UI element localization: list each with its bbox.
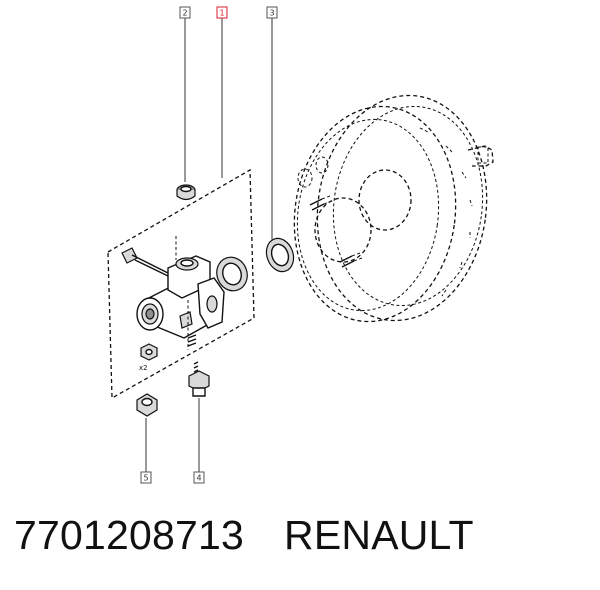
callout-4[interactable]: 4 <box>193 471 205 484</box>
callout-3[interactable]: 3 <box>266 6 278 19</box>
callout-2[interactable]: 2 <box>179 6 191 19</box>
svg-text:4: 4 <box>196 474 201 483</box>
bleed-screw <box>121 247 169 277</box>
svg-text:2: 2 <box>182 9 187 18</box>
exploded-parts-diagram: x2 2 1 3 5 4 <box>107 6 494 484</box>
flange-o-ring <box>216 256 248 292</box>
svg-text:5: 5 <box>143 474 148 483</box>
callout-1[interactable]: 1 <box>216 6 228 19</box>
brake-booster-outline <box>293 94 494 323</box>
quantity-note: x2 <box>139 364 148 372</box>
part-caption: 7701208713 RENAULT <box>14 512 474 559</box>
part-3-seal-ring <box>265 237 295 273</box>
part-5-nut <box>136 393 158 417</box>
svg-text:1: 1 <box>219 9 224 18</box>
small-nut <box>140 343 158 361</box>
part-4-pressure-switch <box>188 361 210 397</box>
part-1-master-cylinder <box>136 236 225 350</box>
part-2-cap <box>176 184 196 201</box>
svg-text:3: 3 <box>269 9 274 18</box>
callout-5[interactable]: 5 <box>140 471 152 484</box>
brand-name: RENAULT <box>284 512 474 558</box>
part-number: 7701208713 <box>14 512 245 558</box>
